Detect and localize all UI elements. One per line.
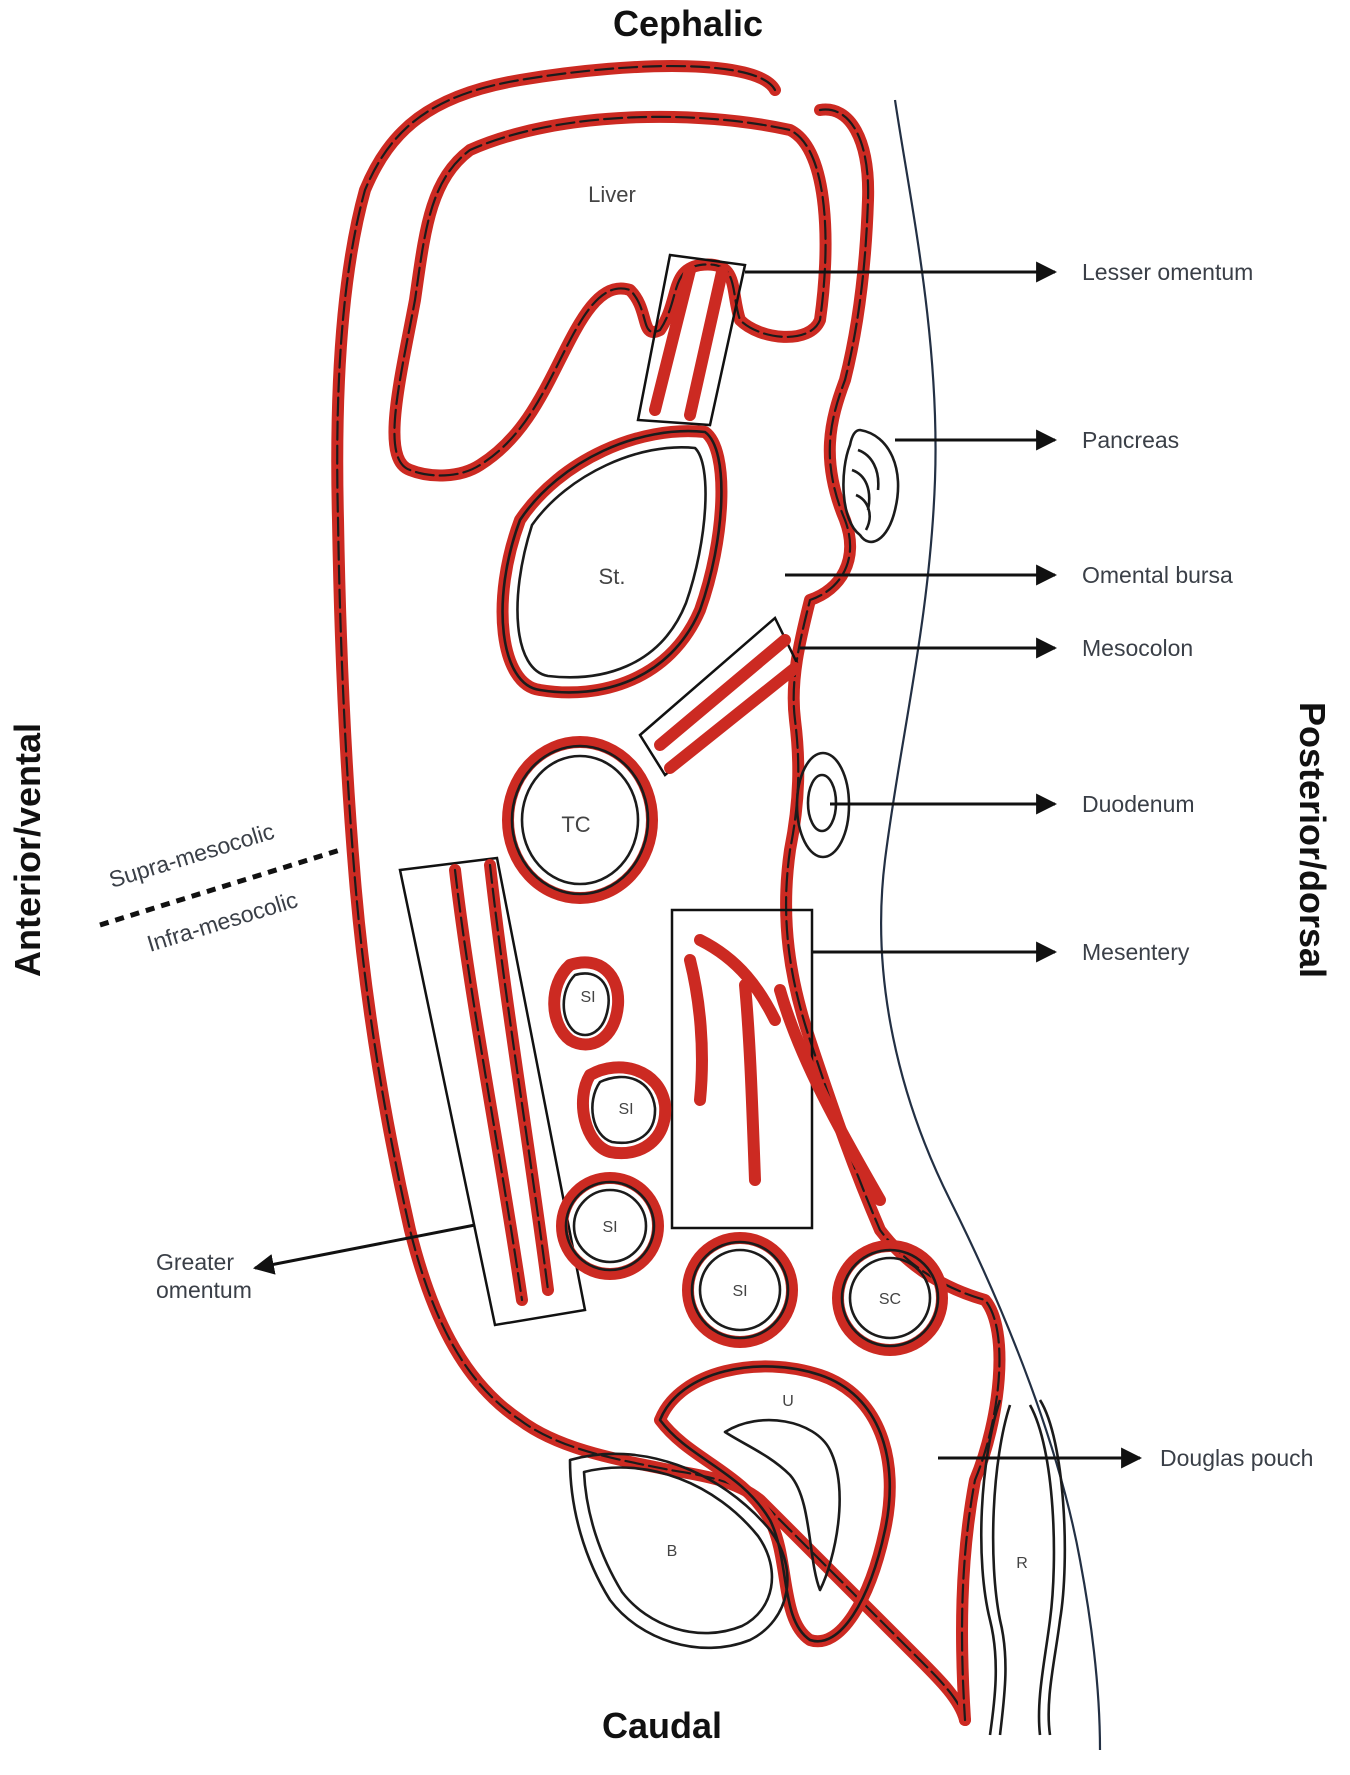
lesser-omentum	[636, 253, 747, 427]
omental-bursa-label: Omental bursa	[1082, 562, 1233, 588]
duodenum-label: Duodenum	[1082, 791, 1195, 817]
greater-omentum	[398, 856, 587, 1327]
posterior-wall-line	[880, 99, 1102, 1751]
bladder: B	[568, 1452, 789, 1650]
annotation-duodenum: Duodenum	[830, 791, 1195, 817]
stomach: St.	[496, 425, 728, 699]
sigmoid-colon: SC	[832, 1240, 948, 1356]
infra-mesocolic-label: Infra-mesocolic	[144, 886, 301, 956]
transverse-colon: TC	[502, 736, 658, 904]
mesentery-label: Mesentery	[1082, 939, 1190, 965]
annotation-omental-bursa: Omental bursa	[785, 562, 1233, 588]
lesser-omentum-label: Lesser omentum	[1082, 259, 1253, 285]
transverse-colon-label: TC	[561, 812, 590, 837]
annotation-mesentery: Mesentery	[812, 939, 1190, 965]
sigmoid-colon-label: SC	[879, 1291, 901, 1308]
liver-label: Liver	[588, 182, 636, 207]
annotation-mesocolon: Mesocolon	[800, 635, 1193, 661]
bladder-label: B	[667, 1543, 678, 1560]
small-intestine-2: SI	[577, 1061, 672, 1160]
liver: Liver	[388, 110, 832, 482]
mesentery	[670, 908, 886, 1230]
small-intestine-3: SI	[556, 1172, 664, 1280]
orientation-posterior: Posterior/dorsal	[1292, 702, 1333, 978]
parietal-peritoneum	[331, 60, 1006, 1726]
rectum-label: R	[1016, 1555, 1028, 1572]
greater-omentum-label-line1: Greater	[156, 1249, 234, 1275]
supra-mesocolic-label: Supra-mesocolic	[106, 818, 277, 893]
greater-omentum-label-line2: omentum	[156, 1277, 252, 1303]
rectum: R	[979, 1399, 1067, 1736]
mesocolon	[638, 615, 801, 777]
mesocolon-label: Mesocolon	[1082, 635, 1193, 661]
orientation-anterior: Anterior/vental	[7, 723, 48, 977]
annotation-lesser-omentum: Lesser omentum	[745, 259, 1253, 285]
annotation-pancreas: Pancreas	[895, 427, 1179, 453]
pancreas	[842, 428, 900, 544]
si-label-3: SI	[602, 1219, 617, 1236]
annotation-douglas-pouch: Douglas pouch	[938, 1445, 1313, 1471]
uterus: U	[654, 1360, 896, 1648]
stomach-label: St.	[599, 564, 626, 589]
douglas-pouch-label: Douglas pouch	[1160, 1445, 1313, 1471]
mesocolic-divider: Supra-mesocolic Infra-mesocolic	[99, 818, 341, 957]
si-label-1: SI	[580, 989, 595, 1006]
orientation-cephalic: Cephalic	[613, 3, 763, 44]
annotation-greater-omentum: Greater omentum	[156, 1223, 476, 1303]
si-label-2: SI	[618, 1101, 633, 1118]
si-label-4: SI	[732, 1283, 747, 1300]
small-intestine-4: SI	[682, 1232, 798, 1348]
small-intestine-1: SI	[548, 956, 625, 1051]
pancreas-label: Pancreas	[1082, 427, 1179, 453]
orientation-caudal: Caudal	[602, 1705, 722, 1746]
uterus-label: U	[782, 1393, 794, 1410]
